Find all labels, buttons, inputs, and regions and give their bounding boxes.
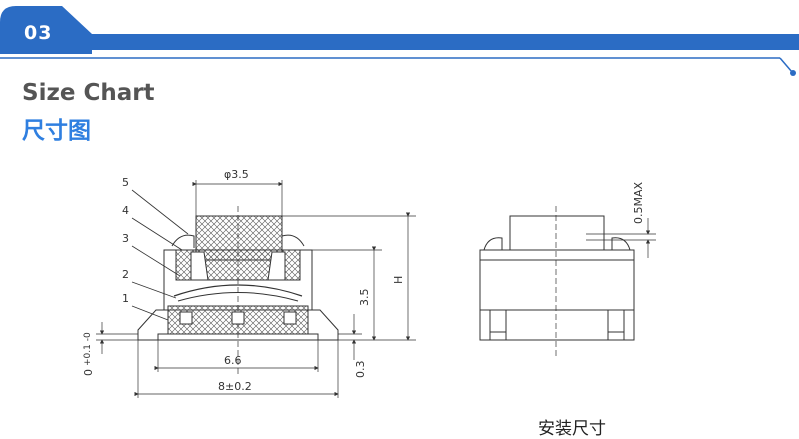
dimension-drawing: 5 4 3 2 1 [82, 168, 656, 398]
front-view [479, 206, 635, 358]
part-leaders [131, 189, 189, 321]
dim-lead-thickness: 0.3 [354, 361, 367, 379]
part-label-2: 2 [122, 268, 129, 281]
page-title-chinese: 尺寸图 [22, 118, 91, 144]
dim-inner-width: 6.6 [224, 354, 242, 367]
dimension-lines [96, 180, 656, 398]
install-dimension-caption: 安装尺寸 [538, 419, 606, 439]
part-label-5: 5 [122, 176, 129, 189]
page-title-english: Size Chart [22, 80, 155, 106]
dim-top-diameter: φ3.5 [224, 168, 249, 181]
dimension-labels: φ3.5 6.6 8±0.2 H 3.5 0.3 0 +0.1 -0 0.5MA… [82, 168, 645, 393]
section-header-bar [0, 6, 799, 76]
part-label-4: 4 [122, 204, 129, 217]
section-view [137, 206, 339, 376]
dim-body-height: 3.5 [358, 289, 371, 307]
part-label-1: 1 [122, 292, 129, 305]
part-labels: 5 4 3 2 1 [122, 176, 129, 305]
part-label-3: 3 [122, 232, 129, 245]
dim-standoff-tolerance: +0.1 -0 [83, 332, 93, 366]
dim-standoff: 0 [82, 369, 95, 376]
dim-height: H [392, 276, 405, 284]
dim-overall-width: 8±0.2 [218, 380, 252, 393]
dim-lead-float: 0.5MAX [632, 181, 645, 224]
section-number: 03 [24, 22, 53, 44]
